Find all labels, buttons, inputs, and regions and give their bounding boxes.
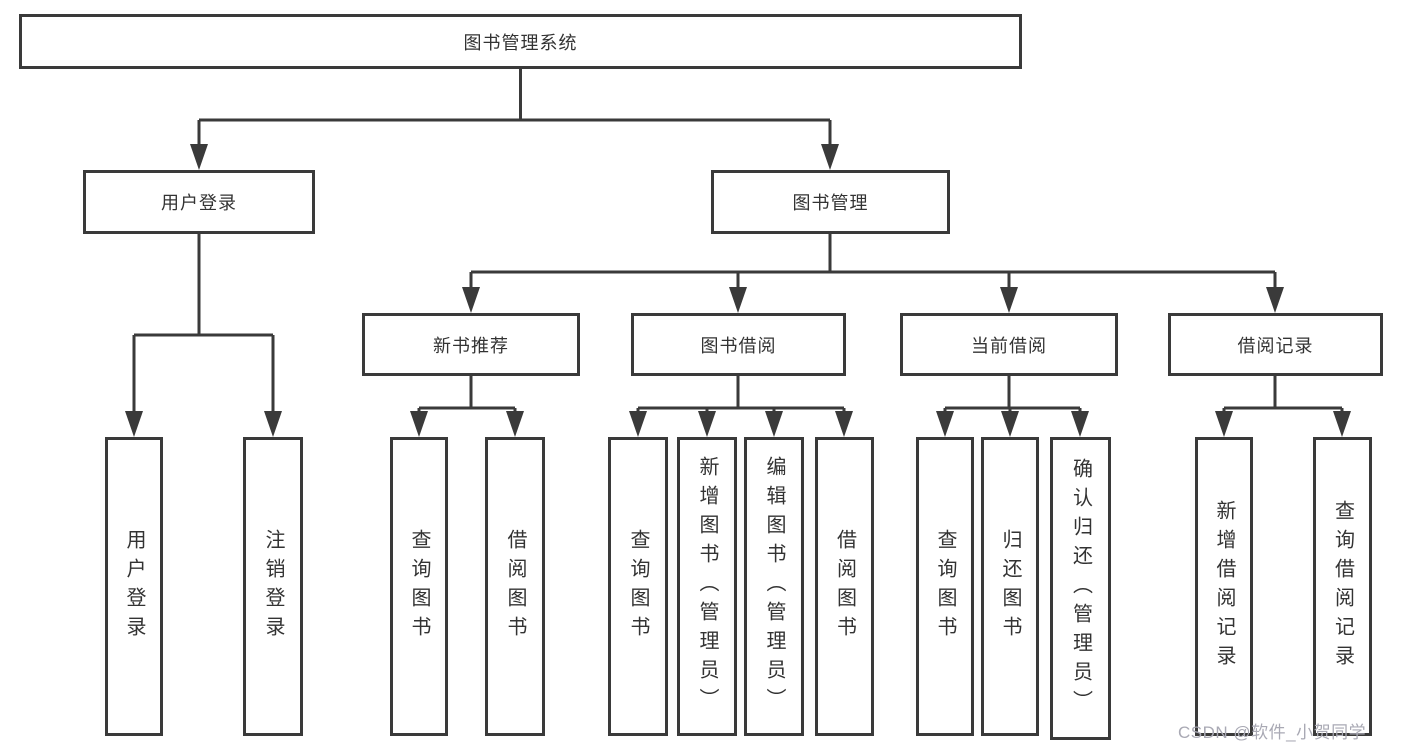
arrowhead-down — [1333, 411, 1351, 437]
node-label: 确认归还（管理员） — [1069, 458, 1092, 719]
node-borrow-records: 借阅记录 — [1168, 313, 1383, 376]
leaf-user-login: 用户登录 — [105, 437, 163, 736]
node-label: 借阅图书 — [833, 528, 856, 645]
node-label: 归还图书 — [999, 528, 1021, 645]
node-label: 图书管理系统 — [463, 32, 578, 53]
node-book-management: 图书管理 — [711, 170, 950, 234]
connector-root-to-level2 — [190, 69, 839, 170]
arrowhead-down — [1071, 411, 1089, 437]
leaf-query-borrow-record: 查询借阅记录 — [1313, 437, 1372, 736]
arrowhead-down — [821, 144, 839, 170]
node-user-login: 用户登录 — [83, 170, 315, 234]
node-book-borrow: 图书借阅 — [631, 313, 846, 376]
connector-current-borrow-to-leaves — [936, 376, 1089, 437]
node-label: 用户登录 — [161, 193, 237, 213]
arrowhead-down — [1000, 287, 1018, 313]
arrowhead-down — [1266, 287, 1284, 313]
connector-borrow-records-to-leaves — [1215, 376, 1351, 437]
node-label: 查询图书 — [934, 528, 956, 645]
arrowhead-down — [190, 144, 208, 170]
node-label: 查询借阅记录 — [1331, 499, 1354, 674]
leaf-borrow-books: 借阅图书 — [485, 437, 545, 736]
node-current-borrow: 当前借阅 — [900, 313, 1118, 376]
arrowhead-down — [462, 287, 480, 313]
node-label: 用户登录 — [123, 528, 145, 645]
arrowhead-down — [1215, 411, 1233, 437]
node-label: 借阅记录 — [1237, 335, 1314, 356]
arrowhead-down — [506, 411, 524, 437]
leaf-add-borrow-record: 新增借阅记录 — [1195, 437, 1253, 736]
arrowhead-down — [410, 411, 428, 437]
node-label: 注销登录 — [262, 528, 284, 645]
leaf-logout: 注销登录 — [243, 437, 303, 736]
node-label: 编辑图书（管理员） — [763, 456, 785, 717]
node-label: 新书推荐 — [433, 335, 509, 356]
connector-book-borrow-to-leaves — [629, 376, 853, 437]
arrowhead-down — [936, 411, 954, 437]
node-label: 当前借阅 — [971, 335, 1047, 356]
leaf-confirm-return-admin: 确认归还（管理员） — [1050, 437, 1111, 740]
leaf-return-books: 归还图书 — [981, 437, 1039, 736]
arrowhead-down — [125, 411, 143, 437]
node-label: 新增图书（管理员） — [696, 456, 718, 717]
arrowhead-down — [1001, 411, 1019, 437]
node-label: 查询图书 — [408, 528, 430, 645]
connector-book-management-to-level3 — [462, 234, 1284, 313]
leaf-query-books: 查询图书 — [608, 437, 668, 736]
node-root-library-system: 图书管理系统 — [19, 14, 1022, 69]
node-new-book-recommend: 新书推荐 — [362, 313, 580, 376]
leaf-add-books-admin: 新增图书（管理员） — [677, 437, 737, 736]
arrowhead-down — [629, 411, 647, 437]
csdn-watermark: CSDN @软件_小贺同学 — [1178, 723, 1367, 742]
connector-new-book-recommend-to-leaves — [410, 376, 524, 437]
node-label: 图书管理 — [792, 193, 869, 213]
arrowhead-down — [835, 411, 853, 437]
node-label: 新增借阅记录 — [1213, 499, 1235, 674]
arrowhead-down — [765, 411, 783, 437]
connector-user-login-to-leaves — [125, 234, 282, 437]
arrowhead-down — [264, 411, 282, 437]
node-label: 图书借阅 — [700, 335, 777, 356]
node-label: 查询图书 — [627, 528, 649, 645]
leaf-borrow-books: 借阅图书 — [815, 437, 874, 736]
arrowhead-down — [698, 411, 716, 437]
leaf-query-books: 查询图书 — [916, 437, 974, 736]
arrowhead-down — [729, 287, 747, 313]
node-label: 借阅图书 — [504, 528, 526, 645]
leaf-query-books: 查询图书 — [390, 437, 448, 736]
leaf-edit-books-admin: 编辑图书（管理员） — [744, 437, 804, 736]
